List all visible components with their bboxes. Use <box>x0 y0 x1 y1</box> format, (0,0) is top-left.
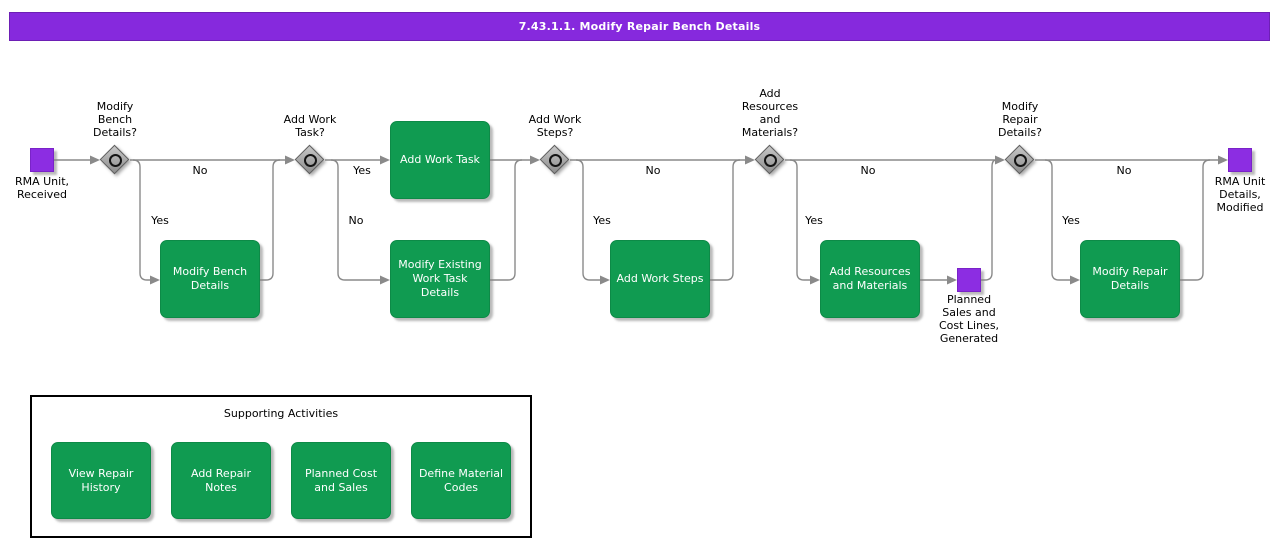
supporting-task-planned-cost-and-sales[interactable]: Planned Cost and Sales <box>291 442 391 519</box>
gateway-question-modify-repair: Modify Repair Details? <box>998 100 1042 139</box>
supporting-task-add-repair-notes[interactable]: Add Repair Notes <box>171 442 271 519</box>
gateway-question-add-work-task: Add Work Task? <box>283 113 337 139</box>
gateway-modify-repair-details <box>1004 144 1035 175</box>
supporting-task-view-repair-history[interactable]: View Repair History <box>51 442 151 519</box>
branch-label-yes: Yes <box>151 214 169 227</box>
branch-label-no: No <box>192 164 208 177</box>
arrowheads <box>90 155 1228 285</box>
gateway-question-modify-bench: Modify Bench Details? <box>93 100 137 139</box>
task-modify-existing-work-task-details[interactable]: Modify Existing Work Task Details <box>390 240 490 318</box>
task-add-work-steps[interactable]: Add Work Steps <box>610 240 710 318</box>
gateway-circle-icon <box>548 153 562 167</box>
branch-label-yes: Yes <box>1062 214 1080 227</box>
start-event <box>30 148 54 172</box>
gateway-question-add-work-steps: Add Work Steps? <box>528 113 582 139</box>
branch-label-yes: Yes <box>353 164 371 177</box>
gateway-question-add-resources: Add Resources and Materials? <box>741 87 799 139</box>
task-add-resources-and-materials[interactable]: Add Resources and Materials <box>820 240 920 318</box>
supporting-activities-title: Supporting Activities <box>223 407 339 420</box>
branch-label-no: No <box>348 214 364 227</box>
intermediate-event-planned-sales <box>957 268 981 292</box>
branch-label-no: No <box>860 164 876 177</box>
branch-label-yes: Yes <box>805 214 823 227</box>
gateway-circle-icon <box>108 153 122 167</box>
intermediate-event-label: Planned Sales and Cost Lines, Generated <box>938 293 1000 345</box>
branch-label-no: No <box>645 164 661 177</box>
task-modify-repair-details[interactable]: Modify Repair Details <box>1080 240 1180 318</box>
end-event-label: RMA Unit Details, Modified <box>1214 175 1266 214</box>
gateway-add-resources-materials <box>754 144 785 175</box>
gateway-modify-bench-details <box>99 144 130 175</box>
end-event <box>1228 148 1252 172</box>
connector-lines <box>54 159 1218 281</box>
start-event-label: RMA Unit, Received <box>14 175 70 201</box>
title-bar: 7.43.1.1. Modify Repair Bench Details <box>9 12 1270 41</box>
page-title: 7.43.1.1. Modify Repair Bench Details <box>518 20 761 33</box>
branch-label-yes: Yes <box>593 214 611 227</box>
task-add-work-task[interactable]: Add Work Task <box>390 121 490 199</box>
gateway-add-work-task <box>294 144 325 175</box>
gateway-circle-icon <box>1013 153 1027 167</box>
supporting-task-define-material-codes[interactable]: Define Material Codes <box>411 442 511 519</box>
gateway-add-work-steps <box>539 144 570 175</box>
supporting-activities-panel: Supporting Activities View Repair Histor… <box>30 395 532 538</box>
task-modify-bench-details[interactable]: Modify Bench Details <box>160 240 260 318</box>
branch-label-no: No <box>1116 164 1132 177</box>
gateway-circle-icon <box>763 153 777 167</box>
gateway-circle-icon <box>303 153 317 167</box>
